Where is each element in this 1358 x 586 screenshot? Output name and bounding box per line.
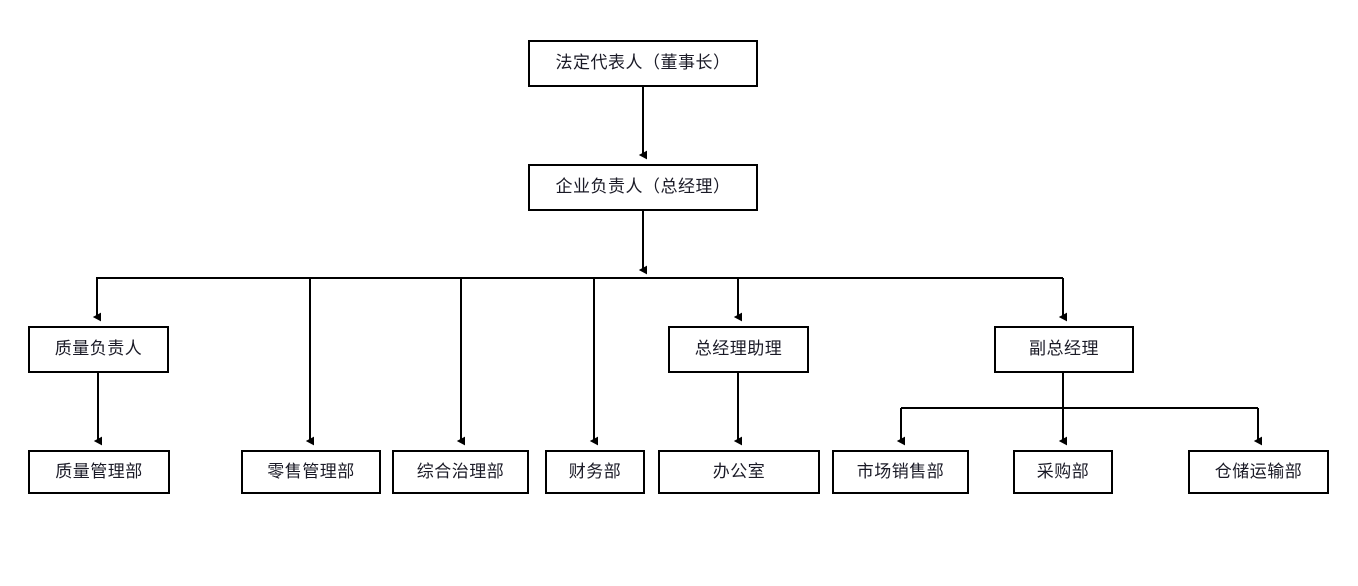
node-legal-representative[interactable]: 法定代表人（董事长） (528, 40, 758, 87)
node-legal-representative-label: 法定代表人（董事长） (555, 53, 731, 73)
node-gm-assistant[interactable]: 总经理助理 (668, 326, 809, 373)
node-quality-officer[interactable]: 质量负责人 (28, 326, 169, 373)
node-market-sales-dept-label: 市场销售部 (856, 461, 945, 482)
node-purchasing-dept[interactable]: 采购部 (1013, 450, 1113, 494)
node-quality-management-dept-label: 质量管理部 (55, 461, 143, 482)
node-general-manager-label: 企业负责人（总经理） (555, 177, 731, 197)
node-market-sales-dept[interactable]: 市场销售部 (832, 450, 969, 494)
node-general-manager[interactable]: 企业负责人（总经理） (528, 164, 758, 211)
node-quality-management-dept[interactable]: 质量管理部 (28, 450, 170, 494)
node-gm-assistant-label: 总经理助理 (694, 339, 783, 359)
node-office-label: 办公室 (712, 461, 766, 482)
node-comprehensive-governance-dept-label: 综合治理部 (416, 461, 505, 482)
node-deputy-general-manager[interactable]: 副总经理 (994, 326, 1134, 373)
node-finance-dept[interactable]: 财务部 (545, 450, 645, 494)
node-warehouse-transport-dept-label: 仓储运输部 (1214, 461, 1303, 482)
node-finance-dept-label: 财务部 (568, 461, 622, 482)
node-retail-management-dept-label: 零售管理部 (267, 461, 355, 482)
node-purchasing-dept-label: 采购部 (1036, 461, 1090, 482)
node-quality-officer-label: 质量负责人 (54, 339, 143, 359)
node-warehouse-transport-dept[interactable]: 仓储运输部 (1188, 450, 1329, 494)
node-comprehensive-governance-dept[interactable]: 综合治理部 (392, 450, 529, 494)
node-deputy-general-manager-label: 副总经理 (1029, 339, 1099, 359)
node-office[interactable]: 办公室 (658, 450, 820, 494)
node-retail-management-dept[interactable]: 零售管理部 (241, 450, 381, 494)
